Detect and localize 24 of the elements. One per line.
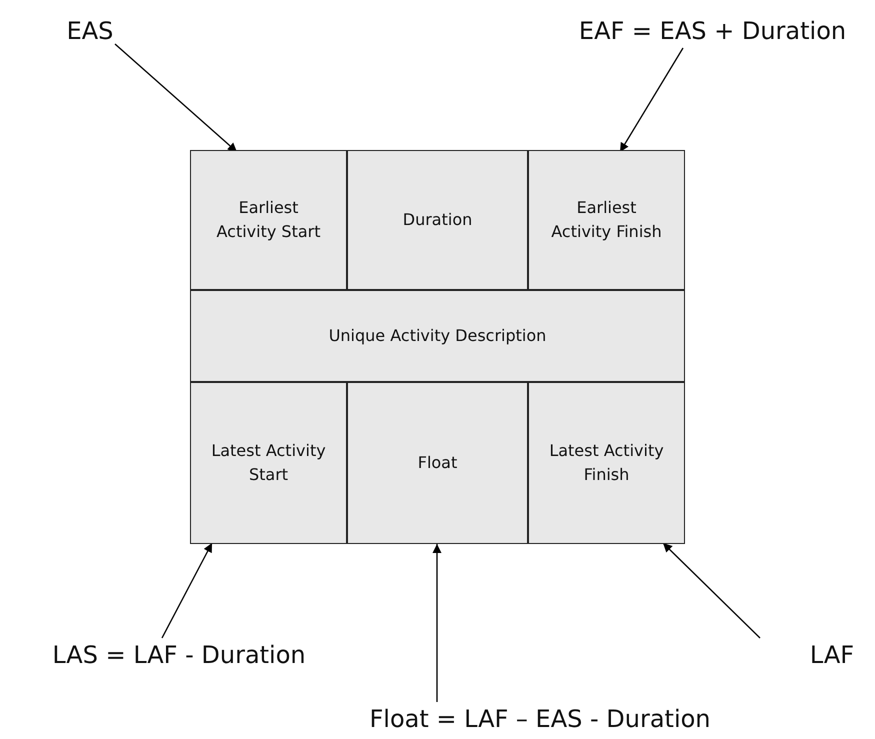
leader-arrow	[662, 542, 760, 638]
cell-label: Earliest Activity Start	[215, 197, 322, 243]
cell-label: Latest Activity Finish	[548, 440, 665, 486]
table-cell	[190, 290, 685, 382]
table-cell	[190, 382, 347, 544]
formula-label: Float = LAF – EAS - Duration	[370, 702, 710, 736]
term-label: EAS	[60, 14, 120, 48]
leader-arrow	[161, 542, 213, 638]
table-cell	[528, 150, 685, 290]
leader-arrow	[432, 544, 442, 702]
table-cell	[347, 150, 528, 290]
cell-label: Unique Activity Description	[328, 325, 546, 347]
cell-label: Float	[418, 452, 458, 474]
leader-arrow	[619, 48, 684, 152]
leader-arrow	[114, 44, 238, 152]
formula-label: LAS = LAF - Duration	[14, 638, 344, 672]
cell-label: Earliest Activity Finish	[550, 197, 663, 243]
table-cell	[528, 382, 685, 544]
table-cell	[347, 382, 528, 544]
cell-label: Latest Activity Start	[210, 440, 327, 486]
formula-label: EAF = EAS + Duration	[560, 14, 865, 48]
cell-label: Duration	[402, 209, 472, 231]
table-cell	[190, 150, 347, 290]
term-label: LAF	[800, 638, 864, 672]
